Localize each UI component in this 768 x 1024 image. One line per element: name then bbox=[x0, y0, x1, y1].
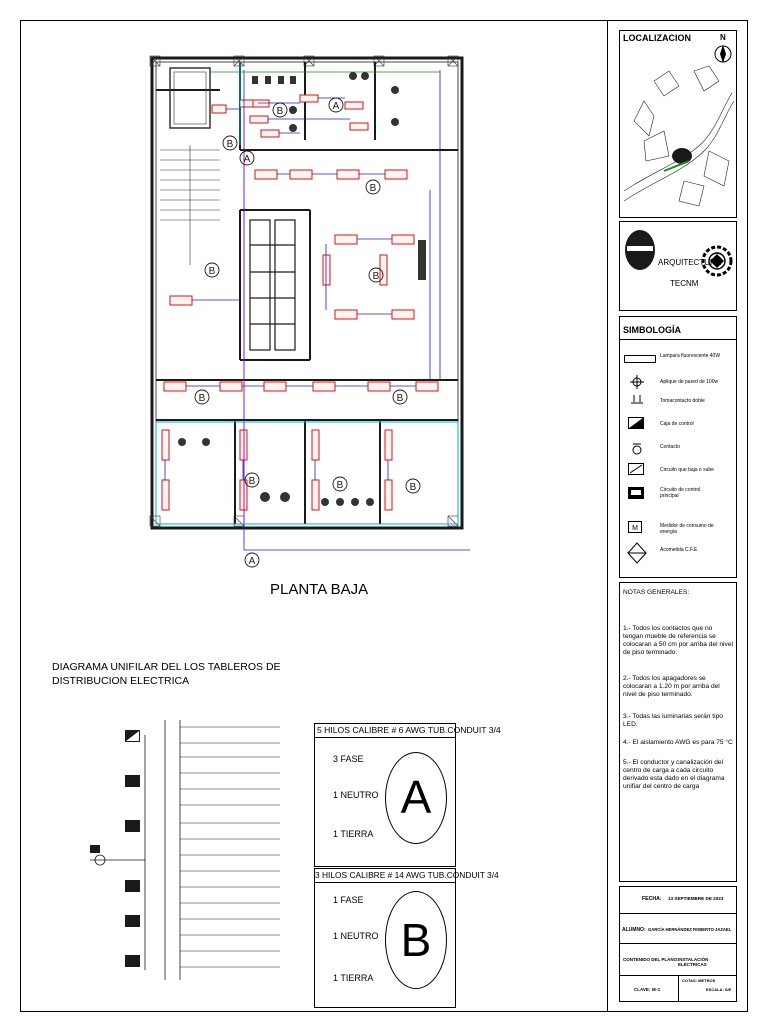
service-entry-icon bbox=[626, 542, 648, 564]
location-panel: LOCALIZACION N bbox=[619, 30, 737, 218]
legend-title: SIMBOLOGÍA bbox=[623, 325, 681, 335]
circuit-updown-icon bbox=[628, 463, 644, 475]
north-arrow-icon bbox=[714, 45, 732, 63]
wire-spec-b-header: 3 HILOS CALIBRE # 14 AWG TUB.CONDUIT 3/4 bbox=[315, 869, 499, 883]
svg-text:B: B bbox=[410, 482, 417, 493]
unifilar-title: DIAGRAMA UNIFILAR DEL LOS TABLEROS DE DI… bbox=[52, 660, 281, 688]
alumno-label: ALUMNO: bbox=[622, 927, 646, 933]
contenido-label: CONTENIDO DEL PLANO: bbox=[623, 957, 679, 962]
svg-text:A: A bbox=[249, 556, 256, 567]
svg-text:A: A bbox=[333, 101, 340, 112]
logo-left-icon bbox=[625, 230, 655, 270]
gear-logo-icon bbox=[701, 245, 733, 277]
legend-label-3: Caja de control bbox=[660, 421, 694, 427]
svg-text:B: B bbox=[209, 266, 216, 277]
fecha-value: 13 SEPTIEMBRE DE 2023 bbox=[668, 896, 724, 901]
svg-text:A: A bbox=[244, 154, 251, 165]
wire-spec-b: 3 HILOS CALIBRE # 14 AWG TUB.CONDUIT 3/4… bbox=[314, 868, 499, 1008]
wire-a-tierra: 1 TIERRA bbox=[333, 829, 374, 839]
wire-a-fase: 3 FASE bbox=[333, 754, 364, 764]
svg-text:B: B bbox=[199, 393, 206, 404]
svg-text:B: B bbox=[370, 183, 377, 194]
escala-label: ESCALA: S/E bbox=[706, 987, 732, 992]
outlet-icon bbox=[632, 443, 642, 455]
notes-title: NOTAS GENERALES: bbox=[623, 589, 690, 596]
legend-label-4: Contacto bbox=[660, 444, 681, 450]
clave-value: IE-1 bbox=[652, 987, 661, 992]
note-3: 3.- Todas las luminarias serán tipo LED. bbox=[623, 713, 723, 728]
north-label: N bbox=[720, 33, 726, 42]
svg-text:B: B bbox=[397, 393, 404, 404]
unifilar-diagram bbox=[90, 720, 280, 980]
svg-text:B: B bbox=[227, 139, 234, 150]
wire-b-circle bbox=[385, 891, 447, 989]
unifilar-title-line2: DISTRIBUCION ELECTRICA bbox=[52, 675, 190, 687]
title-block bbox=[607, 20, 748, 1012]
contenido-row: CONTENIDO DEL PLANO: INSTALACIÓN ELÉCTRI… bbox=[620, 943, 736, 976]
wall-light-icon bbox=[630, 375, 644, 389]
logo-line2: TECNM bbox=[670, 279, 699, 288]
cotas-label: COTAS: METROS bbox=[682, 978, 716, 983]
control-box-icon bbox=[628, 417, 644, 429]
logo-line1: ARQUITECTURA bbox=[658, 258, 722, 267]
wire-a-letter: A bbox=[400, 771, 432, 823]
meter-icon: M bbox=[628, 521, 642, 533]
clave-row: CLAVE: IE-1 COTAS: METROS ESCALA: S/E bbox=[620, 975, 736, 1001]
note-4: 4.- El aislamiento AWG es para 75 °C bbox=[623, 739, 733, 746]
legend-label-1: Aplique de pared de 100w bbox=[660, 379, 719, 385]
svg-text:B: B bbox=[337, 480, 344, 491]
wire-b-tierra: 1 TIERRA bbox=[333, 973, 374, 983]
info-panel: FECHA: 13 SEPTIEMBRE DE 2023 ALUMNO: GAR… bbox=[619, 886, 737, 1002]
legend-label-6: Circuito de control principal bbox=[660, 487, 701, 499]
plan-title: PLANTA BAJA bbox=[270, 581, 369, 598]
note-5: 5.- El conductor y canalización del cent… bbox=[623, 759, 725, 790]
alumno-value: GARCÍA HERNÁNDEZ ROBERTO JAZAEL bbox=[648, 927, 732, 932]
location-map bbox=[624, 65, 734, 207]
legend-label-0: Lampara fluorescente 40W bbox=[660, 353, 721, 359]
svg-text:B: B bbox=[277, 106, 284, 117]
wire-b-fase: 1 FASE bbox=[333, 895, 364, 905]
wire-b-letter: B bbox=[400, 914, 432, 966]
drawing-frame bbox=[20, 20, 748, 1012]
wire-b-neutro: 1 NEUTRO bbox=[333, 931, 379, 941]
alumno-row: ALUMNO: GARCÍA HERNÁNDEZ ROBERTO JAZAEL bbox=[620, 913, 736, 944]
legend-divider bbox=[620, 339, 736, 340]
wire-a-neutro: 1 NEUTRO bbox=[333, 790, 379, 800]
wire-a-circle bbox=[385, 752, 447, 844]
legend-label-2: Tomacontacto doble bbox=[660, 398, 705, 404]
legend-panel: SIMBOLOGÍA Lampara fluorescente 40W Apli… bbox=[619, 316, 737, 578]
fecha-row: FECHA: 13 SEPTIEMBRE DE 2023 bbox=[620, 887, 736, 914]
svg-text:B: B bbox=[249, 476, 256, 487]
wire-spec-a-header: 5 HILOS CALIBRE # 6 AWG TUB.CONDUIT 3/4 bbox=[315, 724, 501, 738]
svg-text:M: M bbox=[632, 525, 638, 532]
main-circuit-icon bbox=[628, 487, 644, 499]
location-title: LOCALIZACION bbox=[623, 33, 691, 43]
wire-spec-a: 5 HILOS CALIBRE # 6 AWG TUB.CONDUIT 3/4 … bbox=[314, 723, 501, 867]
legend-label-5: Circuito que baja o sube bbox=[660, 467, 714, 473]
legend-label-8: Acometida C.F.E bbox=[660, 547, 698, 553]
notes-panel: NOTAS GENERALES: 1.- Todos los contactos… bbox=[619, 582, 737, 882]
fecha-label: FECHA: bbox=[642, 896, 662, 902]
clave-label: CLAVE: bbox=[634, 987, 651, 992]
contenido-value: INSTALACIÓN ELÉCTRICAS bbox=[678, 957, 709, 967]
double-outlet-icon bbox=[631, 395, 643, 404]
logo-panel: ARQUITECTURA TECNM bbox=[619, 221, 737, 311]
legend-label-7: Medidor de consumo de energía bbox=[660, 523, 714, 535]
note-2: 2.- Todos los apagadores se colocaran a … bbox=[623, 675, 720, 698]
svg-text:B: B bbox=[373, 271, 380, 282]
lamp-icon bbox=[624, 355, 656, 363]
note-1: 1.- Todos los contactos que no tengan mu… bbox=[623, 625, 733, 656]
clave-divider bbox=[678, 975, 679, 1001]
unifilar-title-line1: DIAGRAMA UNIFILAR DEL LOS TABLEROS DE bbox=[52, 661, 281, 673]
